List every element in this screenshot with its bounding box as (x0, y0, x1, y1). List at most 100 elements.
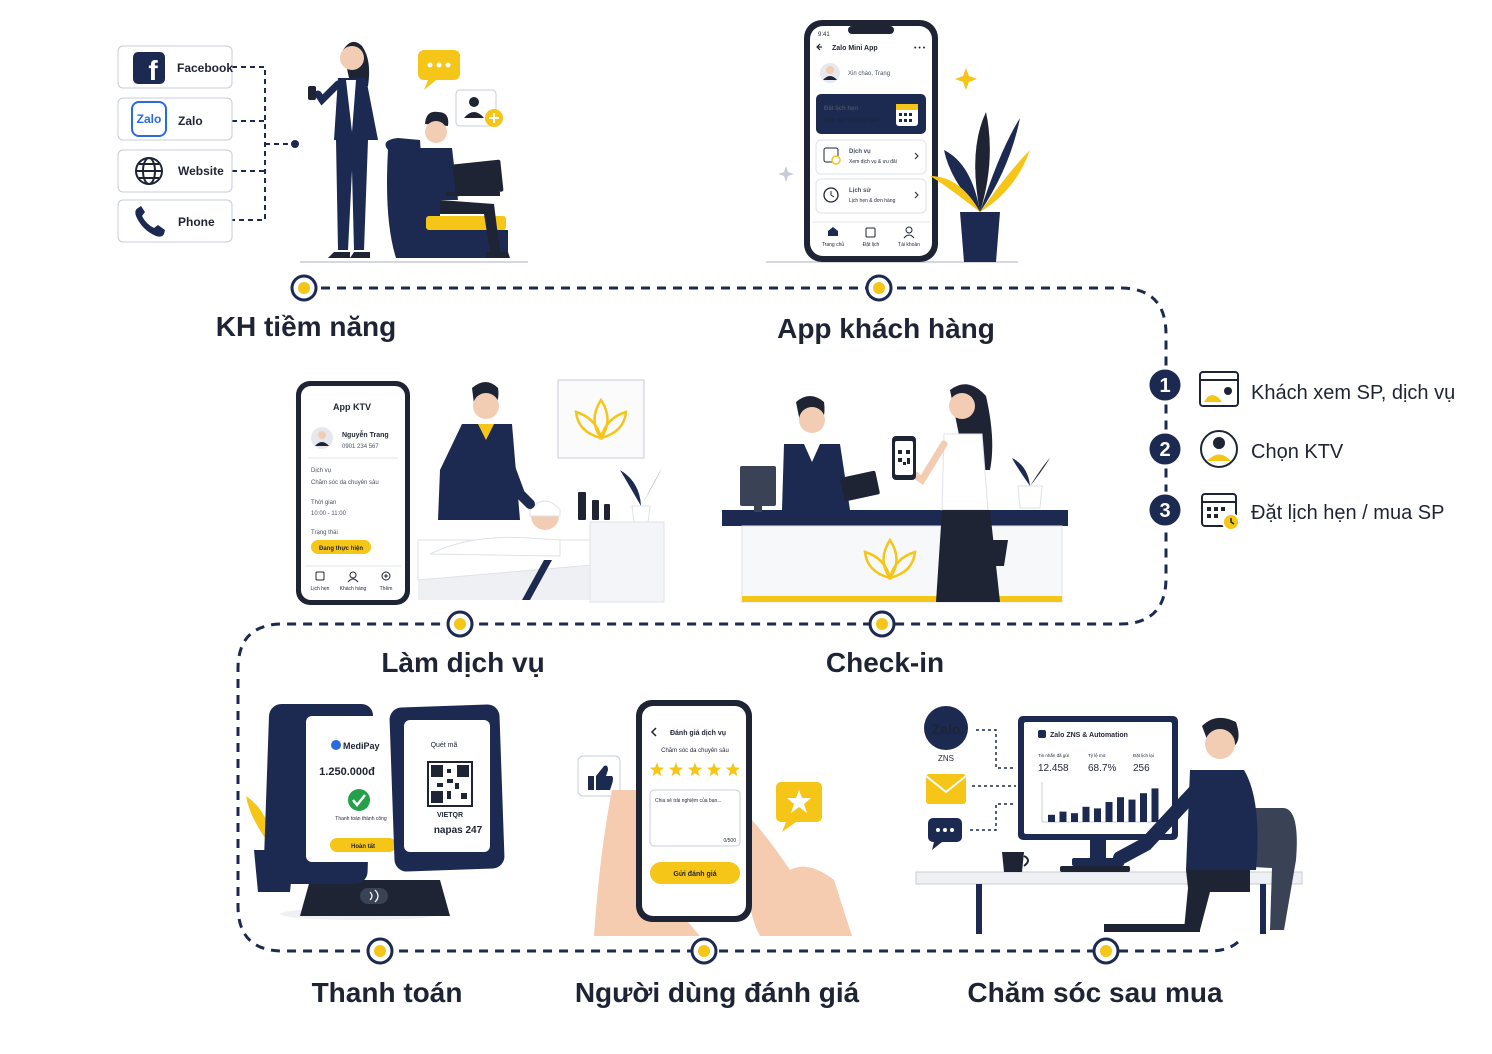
payment-brand: MediPay (343, 741, 380, 751)
dashboard-bar (1117, 797, 1124, 822)
submit-label: Gửi đánh giá (673, 871, 716, 878)
stat-value: 256 (1133, 763, 1150, 774)
nav-more[interactable]: Thêm (380, 571, 393, 592)
node-payment (366, 937, 394, 965)
chevron-right-icon (914, 152, 919, 160)
step-number: 3 (1159, 500, 1170, 522)
services-row[interactable]: Dịch vụ Xem dịch vụ & ưu đãi (815, 139, 927, 175)
stage-label-review: Người dùng đánh giá (575, 977, 860, 1008)
step-1: 1 Khách xem SP, dịch vụ (1146, 366, 1455, 407)
man-on-sofa (385, 111, 510, 258)
sparkle-icon (778, 68, 977, 182)
nav-label: Trang chủ (822, 241, 845, 248)
dashboard-bar (1082, 806, 1090, 822)
potential-customers-illustration (300, 41, 528, 263)
dashboard-bar (1094, 808, 1101, 822)
lotus-logo-icon (574, 397, 628, 441)
bottom-nav: Trang chủ Đặt lịch Tài khoản (812, 221, 930, 248)
chat-icon (1038, 730, 1046, 738)
node-service (446, 610, 474, 638)
stat-label: Đặt lịch lại (1133, 753, 1154, 758)
zns-label: ZNS (938, 754, 954, 763)
ktv-profile: Nguyễn Trang 0901 234 567 (311, 427, 389, 450)
nav-label: Tài khoản (898, 242, 920, 248)
nav-account[interactable]: Tài khoản (898, 226, 920, 248)
booking-card[interactable]: Đặt lịch hẹn Chọn dịch vụ & thời gian (816, 94, 926, 134)
status-badge: Đang thực hiện (311, 540, 371, 554)
stat-label: Tỷ lệ mở (1088, 752, 1106, 758)
stage-label-care: Chăm sóc sau mua (967, 977, 1223, 1008)
ktv-name: Nguyễn Trang (342, 430, 389, 439)
calendar-icon (865, 227, 876, 238)
svg-text:Zalo: Zalo (137, 112, 162, 126)
time-value: 10:00 - 11:00 (311, 511, 347, 517)
star-icon[interactable] (706, 762, 722, 777)
review-service: Chăm sóc da chuyên sâu (661, 748, 729, 754)
dashboard-bar (1059, 811, 1067, 822)
ktv-bottom-nav: Lịch hẹn Khách hàng Thêm (305, 565, 401, 592)
zalo-logo-text: Zalo (932, 721, 961, 737)
done-label: Hoàn tất (351, 843, 375, 850)
channel-label: Website (178, 164, 224, 178)
node-checkin (868, 610, 896, 638)
stage-label-app: App khách hàng (777, 313, 995, 344)
channel-facebook[interactable]: f Facebook (117, 45, 233, 89)
done-button[interactable]: Hoàn tất (330, 838, 396, 852)
browser-icon (1199, 371, 1239, 407)
services-subtitle: Xem dịch vụ & ưu đãi (849, 159, 897, 165)
review-title: Đánh giá dịch vụ (670, 730, 726, 737)
star-badge-icon (776, 782, 822, 832)
history-subtitle: Lịch hẹn & đơn hàng (849, 198, 896, 204)
channel-phone[interactable]: Phone (117, 199, 233, 243)
submit-review-button[interactable]: Gửi đánh giá (650, 862, 740, 884)
channel-connectors (232, 66, 293, 221)
status-label: Trạng thái (311, 530, 338, 536)
back-arrow-icon[interactable] (816, 43, 822, 51)
nav-label: Đặt lịch (863, 242, 880, 248)
services-icon (823, 147, 841, 165)
nav-appointments[interactable]: Lịch hẹn (311, 571, 330, 592)
nav-booking[interactable]: Đặt lịch (863, 227, 880, 248)
channel-label: Phone (178, 215, 215, 229)
nav-home[interactable]: Trang chủ (822, 227, 845, 248)
napas-label: napas 247 (434, 825, 483, 836)
channel-website[interactable]: Website (117, 149, 233, 193)
check-circle-icon (348, 789, 370, 811)
service-label: Dịch vụ (311, 468, 331, 474)
review-placeholder: Chia sẻ trải nghiệm của bạn... (655, 797, 721, 804)
back-arrow-icon[interactable] (650, 727, 657, 737)
nav-customers[interactable]: Khách hàng (340, 571, 367, 592)
user-icon (349, 571, 357, 579)
globe-icon (135, 157, 163, 185)
star-icon[interactable] (687, 762, 703, 777)
phone-icon (135, 206, 165, 237)
stage-label-checkin: Check-in (826, 647, 944, 678)
services-title: Dịch vụ (849, 149, 871, 155)
review-textarea[interactable] (649, 789, 741, 847)
mug-icon (1002, 852, 1024, 872)
qr-phone (892, 436, 916, 480)
more-icon[interactable]: • • • (914, 45, 926, 52)
payment-amount: 1.250.000đ (319, 766, 375, 778)
mail-icon (925, 774, 967, 804)
qr-title: Quét mã (431, 742, 458, 749)
star-icon[interactable] (725, 762, 741, 777)
medipay-logo: MediPay (331, 740, 380, 751)
star-rating[interactable] (649, 762, 741, 777)
facebook-icon: f (133, 52, 165, 86)
channel-zalo[interactable]: Zalo Zalo (117, 97, 233, 141)
history-title: Lịch sử (849, 188, 871, 194)
stage-label-payment: Thanh toán (312, 977, 463, 1008)
star-icon[interactable] (649, 762, 665, 777)
ktv-app-title: App KTV (333, 402, 371, 412)
svg-text:f: f (148, 55, 158, 86)
user-icon (1200, 430, 1238, 468)
care-connectors (970, 729, 1016, 831)
stat-value: 68.7% (1088, 763, 1116, 774)
nav-label: Khách hàng (340, 586, 367, 592)
star-icon[interactable] (668, 762, 684, 777)
history-row[interactable]: Lịch sử Lịch hẹn & đơn hàng (815, 178, 927, 214)
calendar-clock-icon (1201, 493, 1240, 531)
